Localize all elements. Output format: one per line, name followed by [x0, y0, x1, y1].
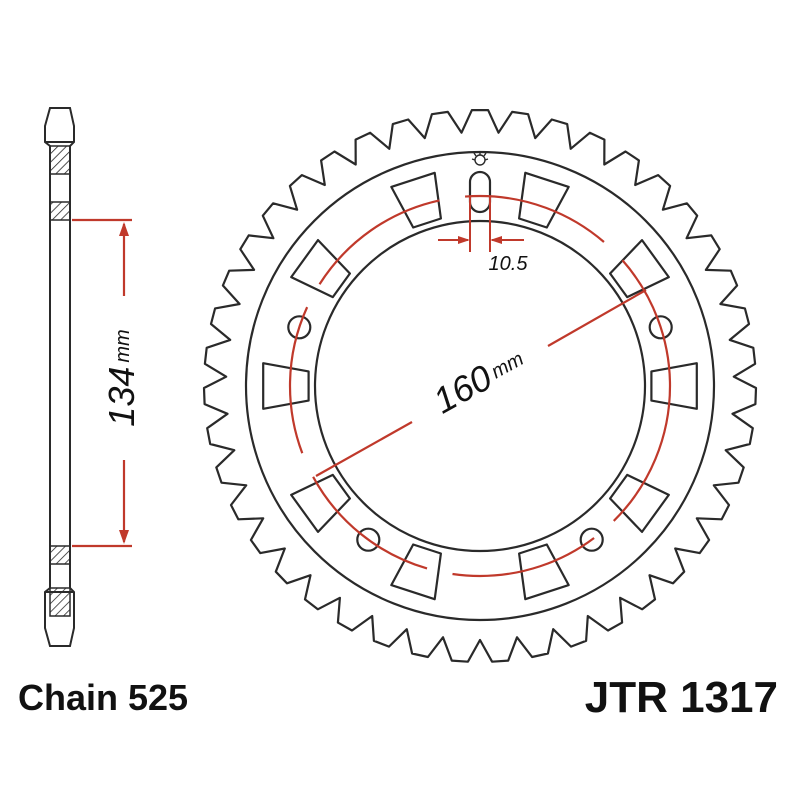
- bolt-circle-dimension: [315, 289, 647, 477]
- hub-diameter-label: 134 mm: [101, 329, 142, 426]
- bolt-hole: [579, 527, 604, 552]
- side-profile-view: [44, 107, 75, 647]
- bolt-hole-label: 10.5: [489, 253, 529, 275]
- lightening-hole: [390, 543, 442, 601]
- hatch-bottom-inner: [49, 545, 71, 565]
- bolt-slot-top: [468, 170, 492, 214]
- lightening-hole: [290, 239, 351, 299]
- lightening-holes: [262, 171, 698, 601]
- lightening-hole: [262, 362, 310, 410]
- chain-label: Chain 525: [18, 677, 188, 718]
- hub-diameter-value: 134: [101, 367, 142, 427]
- gear-mark-icon: [471, 151, 489, 166]
- bolt-circle-unit: mm: [488, 348, 528, 383]
- lightening-hole: [609, 239, 670, 299]
- sprocket-teeth-outline: [202, 109, 758, 663]
- hatch-top-outer: [49, 145, 71, 175]
- bolt-circle-label: 160mm: [426, 338, 531, 421]
- bolt-hole-arrow-right: [490, 236, 502, 244]
- bolt-holes: [287, 170, 673, 552]
- bolt-hole: [356, 527, 381, 552]
- bolt-hole: [648, 315, 673, 340]
- bolt-circle-dim-line-lower: [315, 421, 413, 477]
- lightening-hole: [518, 543, 570, 601]
- hub-diameter-dimension: [72, 218, 132, 548]
- side-profile-outline: [44, 107, 75, 647]
- hatch-top-inner: [49, 201, 71, 221]
- bolt-hole-dimension: [438, 196, 524, 252]
- hub-bore-circle: [313, 219, 647, 553]
- bolt-hole: [287, 315, 312, 340]
- lightening-hole: [518, 171, 570, 229]
- lightening-hole: [650, 362, 698, 410]
- hatch-bottom-outer: [49, 587, 71, 617]
- bolt-hole-arrow-left: [458, 236, 470, 244]
- bolt-circle: [288, 194, 672, 578]
- lightening-hole: [290, 473, 351, 533]
- bolt-circle-dim-line-upper: [547, 289, 647, 347]
- hub-diameter-unit: mm: [112, 329, 134, 362]
- lightening-hole: [390, 171, 442, 229]
- hub-dim-arrow-top: [119, 222, 129, 236]
- part-number: JTR 1317: [585, 673, 778, 722]
- lightening-hole: [609, 473, 670, 533]
- hub-dim-arrow-bottom: [119, 530, 129, 544]
